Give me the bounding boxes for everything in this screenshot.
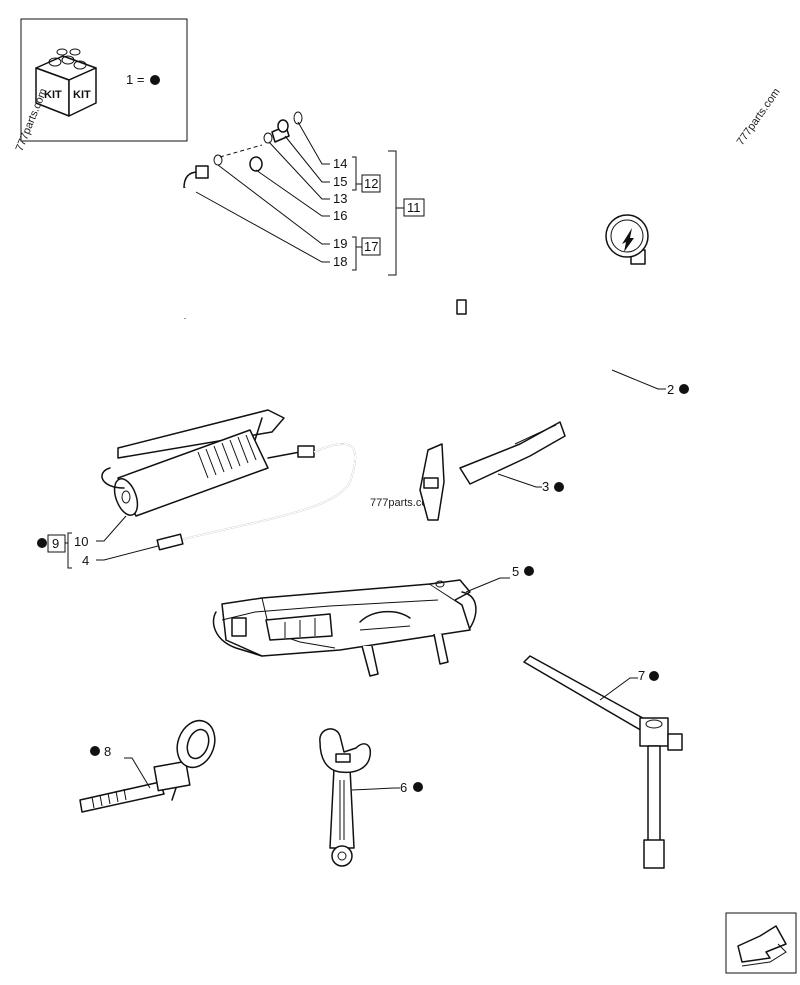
- t-wrench-socket: [643, 839, 665, 869]
- kit-box-icon: KIT KIT: [35, 48, 97, 117]
- callout-17: 17: [364, 239, 378, 254]
- callout-6: 6: [400, 780, 407, 795]
- box-12: [361, 174, 381, 193]
- grease-gun-handle: [117, 409, 285, 459]
- callout-6-dot: [413, 782, 423, 792]
- callout-9: 9: [52, 536, 59, 551]
- callout-3-dot: [554, 482, 564, 492]
- elbow-fitting: [195, 165, 209, 179]
- washer-16: [249, 156, 263, 172]
- hammer-handle: [459, 421, 566, 485]
- box-9: [47, 534, 66, 553]
- watermark-center: 777parts.com: [370, 497, 437, 509]
- callout-15: 15: [333, 174, 347, 189]
- kit-text-right: KIT: [73, 89, 91, 101]
- gauge-hose-end: [456, 299, 467, 315]
- box-11: [403, 198, 425, 217]
- tool-bag-strap-right: [433, 633, 449, 665]
- callout-11: 11: [407, 200, 421, 215]
- callout-19: 19: [333, 236, 347, 251]
- watermark-right: 777parts.com: [735, 86, 783, 147]
- callout-4: 4: [82, 553, 89, 568]
- tool-bag-body: [221, 583, 471, 657]
- callout-9-dot: [37, 538, 47, 548]
- pipe-assembly: [183, 111, 303, 319]
- adjustable-wrench-jaw: [319, 728, 372, 774]
- callout-2: 2: [667, 382, 674, 397]
- callout-16: 16: [333, 208, 347, 223]
- tool-bag-strap-left: [361, 645, 379, 677]
- callout-2-dot: [679, 384, 689, 394]
- box-17: [361, 237, 381, 256]
- adjustable-wrench: 6: [319, 728, 423, 867]
- callout-10: 10: [74, 534, 88, 549]
- callout-5-dot: [524, 566, 534, 576]
- next-page-arrow-icon: [737, 925, 787, 963]
- t-handle-socket-wrench: 7: [523, 655, 683, 869]
- callout-7-dot: [649, 671, 659, 681]
- t-wrench-bar: [523, 655, 651, 733]
- clamp-bolt: 8: [79, 719, 216, 813]
- callout-8-dot: [90, 746, 100, 756]
- callout-14: 14: [333, 156, 347, 171]
- callout-13: 13: [333, 191, 347, 206]
- grease-gun: 10 4 9: [37, 409, 356, 569]
- o-ring-13: [263, 132, 273, 144]
- clamp-block: [153, 760, 191, 792]
- kit-legend: KIT KIT 1 =: [20, 18, 188, 142]
- pressure-gauge: 2: [456, 214, 689, 397]
- next-page-button[interactable]: [725, 912, 797, 974]
- callout-5: 5: [512, 564, 519, 579]
- legend-dot: [150, 75, 160, 85]
- grease-gun-nozzle: [156, 533, 184, 551]
- callout-18: 18: [333, 254, 347, 269]
- callout-8: 8: [104, 744, 111, 759]
- tool-bag: 5: [212, 564, 534, 677]
- tool-bag-buckle: [429, 579, 471, 601]
- clamp-bolt-thread: [79, 781, 165, 813]
- hammer: 3: [419, 421, 566, 521]
- grease-gun-coupler: [297, 445, 315, 458]
- gauge-needle-icon: [622, 228, 634, 252]
- t-wrench-shaft: [647, 745, 661, 843]
- callout-7: 7: [638, 668, 645, 683]
- adjustable-wrench-handle: [329, 767, 355, 849]
- callout-12: 12: [364, 176, 378, 191]
- kit-text-left: KIT: [44, 89, 62, 101]
- t-wrench-head: [639, 717, 669, 747]
- pipe-callouts: 14 15 13 16 19 18 12 17 11: [195, 121, 425, 276]
- legend-equation: 1 =: [126, 72, 144, 87]
- o-ring-14: [293, 111, 303, 125]
- callout-3: 3: [542, 479, 549, 494]
